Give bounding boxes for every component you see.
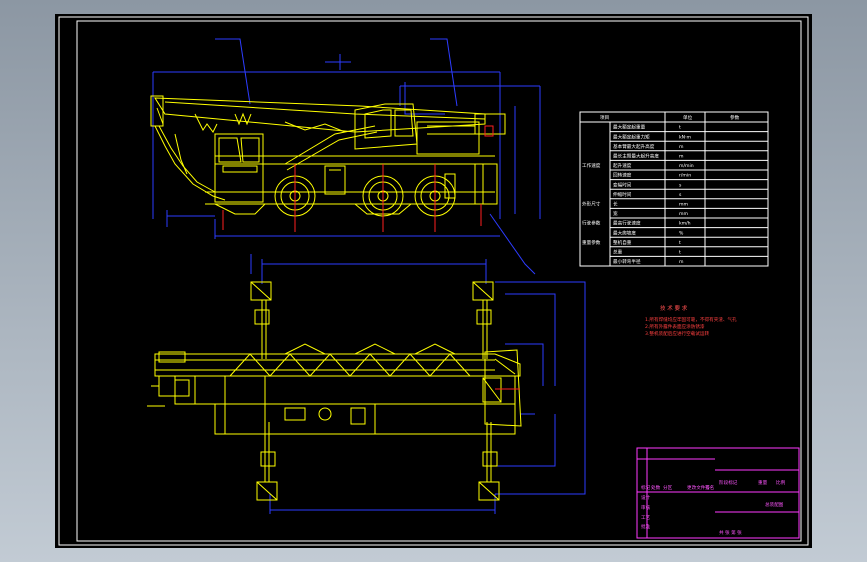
table-row-unit: t — [679, 250, 681, 256]
table-row-unit: km/h — [679, 221, 691, 227]
table-row-name: 最大额定起重力矩 — [613, 133, 650, 140]
technical-requirements: 技 术 要 求 1.所有焊缝均应牢固可靠，不得有夹渣、气孔 2.所有外露件表面应… — [645, 304, 737, 337]
operator-cab[interactable] — [354, 103, 418, 150]
table-row-name: 最高行驶速度 — [613, 220, 641, 227]
outrigger-rear-right[interactable] — [478, 422, 500, 501]
tech-req-title: 技 术 要 求 — [660, 304, 688, 312]
table-row-unit: m/min — [679, 163, 694, 169]
front-wheel[interactable] — [274, 164, 316, 232]
outrigger-front-right[interactable] — [472, 281, 494, 359]
tb-role-review: 审核 — [641, 504, 651, 511]
table-row-unit: r/min — [679, 173, 691, 179]
tb-sheet-count: 共 张 第 张 — [719, 529, 742, 536]
table-header-0: 项目 — [600, 115, 609, 121]
boom-top-view[interactable] — [154, 343, 521, 377]
tech-req-item-1: 1.所有焊缝均应牢固可靠，不得有夹渣、气孔 — [645, 316, 737, 323]
table-row-name: 起升速度 — [613, 162, 632, 169]
counterweight[interactable] — [416, 113, 506, 155]
table-row-name: 最大爬坡度 — [613, 229, 636, 236]
outer-border — [58, 16, 809, 546]
tb-field-count: 处数 — [651, 484, 661, 491]
tb-field-mark: 标记 — [641, 484, 651, 491]
tech-req-item-2: 2.所有外露件表面应涂防锈漆 — [645, 323, 705, 330]
table-row-unit: t — [679, 125, 681, 131]
table-row-name: 变幅时间 — [613, 181, 632, 188]
tb-role-approve: 批准 — [641, 523, 651, 530]
outrigger-front-left[interactable] — [250, 281, 272, 359]
tb-weight: 重量 — [758, 479, 768, 486]
table-row-name: 长 — [613, 201, 618, 208]
table-row-unit: s — [679, 193, 682, 198]
table-row-group: 重量参数 — [582, 239, 601, 246]
table-row-name: 回转速度 — [613, 172, 632, 179]
table-row-unit: m — [679, 260, 684, 265]
table-row-unit: s — [679, 183, 682, 188]
table-row-unit: mm — [679, 212, 688, 217]
carrier-chassis[interactable] — [205, 133, 498, 215]
table-row-name: 最长主臂最大起升高度 — [613, 153, 659, 160]
luffing-cylinder[interactable] — [284, 125, 378, 171]
tb-scale: 比例 — [776, 479, 786, 486]
table-header-1: 单位 — [683, 114, 693, 121]
tb-stage-mark: 阶段标记 — [719, 479, 738, 486]
drawing-canvas[interactable]: 最大额定起重量 t 最大额定起重力矩 kN·m 基本臂最大起升高度 m 最长主臂最大起升高度… — [55, 14, 812, 548]
table-header-2: 参数 — [730, 114, 740, 121]
inner-frame — [76, 20, 802, 542]
carrier-frame-top-view[interactable] — [147, 375, 516, 435]
table-row-name: 总重 — [613, 249, 623, 256]
table-row-name: 宽 — [613, 210, 618, 217]
tb-role-design: 设计 — [641, 494, 651, 501]
parameters-table[interactable]: 最大额定起重量 t 最大额定起重力矩 kN·m 基本臂最大起升高度 m 最长主臂最大起升高度… — [579, 111, 769, 267]
title-block[interactable]: 标记 处数 分区 更改文件号 签名 设计 审核 工艺 批准 阶段标记 重量 比例… — [636, 447, 800, 539]
turntable-top-view[interactable] — [482, 349, 522, 427]
table-row-unit: m — [679, 145, 684, 150]
tb-field-zone: 分区 — [663, 484, 673, 491]
table-row-unit: mm — [679, 203, 688, 208]
wheels[interactable] — [222, 164, 482, 232]
table-row-unit: t — [679, 240, 681, 246]
side-dimension-lines — [152, 38, 541, 275]
tech-req-item-3: 3.整机装配后应进行空载试运转 — [645, 330, 710, 337]
telescopic-boom[interactable] — [150, 95, 486, 201]
table-row-unit: m — [679, 155, 684, 160]
table-row-group: 工作速度 — [582, 162, 601, 169]
side-elevation-view[interactable] — [150, 38, 541, 275]
drawing-sheet[interactable]: 最大额定起重量 t 最大额定起重力矩 kN·m 基本臂最大起升高度 m 最长主臂最大起升高度… — [55, 14, 812, 548]
table-row-name: 基本臂最大起升高度 — [613, 143, 655, 150]
table-row-unit: kN·m — [679, 134, 692, 140]
plan-view[interactable] — [147, 254, 586, 514]
tb-role-process: 工艺 — [641, 515, 651, 521]
table-row-name: 整机自重 — [613, 239, 632, 246]
middle-wheel[interactable] — [362, 164, 404, 232]
plan-dimension-lines — [250, 254, 586, 514]
table-row-group: 外形尺寸 — [582, 201, 601, 208]
rear-wheel[interactable] — [414, 164, 456, 232]
tb-field-signature: 签名 — [705, 484, 714, 491]
tb-field-change-doc: 更改文件号 — [687, 484, 710, 491]
table-row-name: 伸缩时间 — [613, 191, 632, 198]
table-row-group: 行驶参数 — [582, 220, 601, 227]
table-row-unit: % — [679, 230, 684, 236]
tb-drawing-name: 总装配图 — [765, 501, 784, 508]
table-row-name: 最小转弯半径 — [613, 258, 641, 265]
table-row-name: 最大额定起重量 — [613, 124, 646, 131]
